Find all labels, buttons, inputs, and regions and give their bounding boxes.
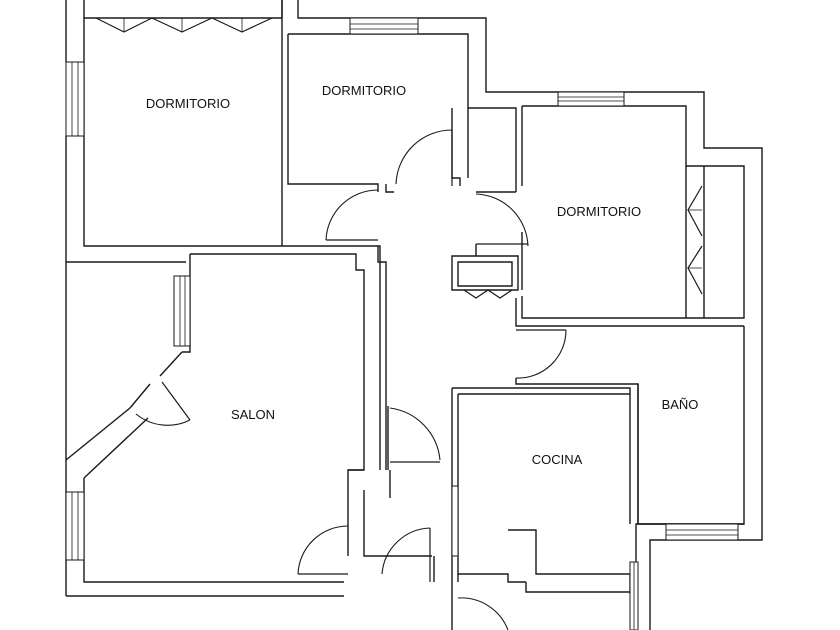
corridor: [377, 186, 744, 524]
living-room-label: SALON: [231, 407, 275, 422]
bedroom-3-label: DORMITORIO: [557, 204, 641, 219]
bedroom-3: [521, 105, 745, 319]
bedroom-1: [83, 18, 381, 262]
bedroom-1-label: DORMITORIO: [146, 96, 230, 111]
kitchen-label: COCINA: [532, 452, 583, 467]
wardrobe-doors: [95, 17, 703, 299]
bedroom-2-label: DORMITORIO: [322, 83, 406, 98]
bedroom-2: [287, 33, 517, 193]
windows: [65, 17, 739, 630]
kitchen: [387, 387, 636, 630]
doors: [135, 129, 567, 630]
bathroom-label: BAÑO: [662, 397, 699, 412]
exterior-walls: [65, 0, 763, 630]
